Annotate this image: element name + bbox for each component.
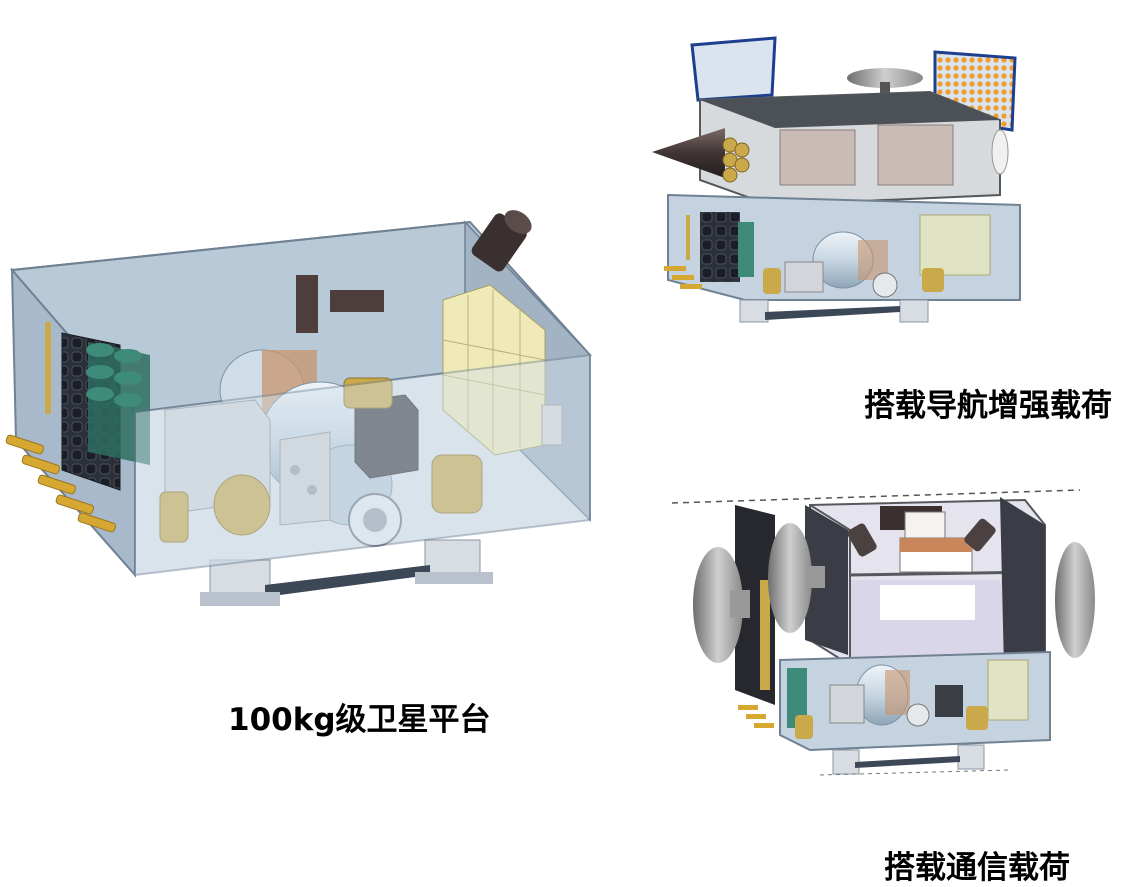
communication-payload-drawing [671,489,1095,776]
communication-payload-label: 搭载通信载荷 [884,850,1070,886]
navigation-payload-drawing [652,36,1021,323]
battery-pack [61,332,150,491]
platform-label: 100kg级卫星平台 [228,702,491,738]
thrusters [5,434,117,533]
equipment-box [164,399,331,526]
star-sensor [471,210,532,272]
platform-stand [200,539,493,606]
navigation-payload-label: 搭载导航增强载荷 [864,388,1112,424]
platform-drawing [5,210,593,606]
gold-units [159,377,483,543]
electronics-stack [442,284,563,456]
